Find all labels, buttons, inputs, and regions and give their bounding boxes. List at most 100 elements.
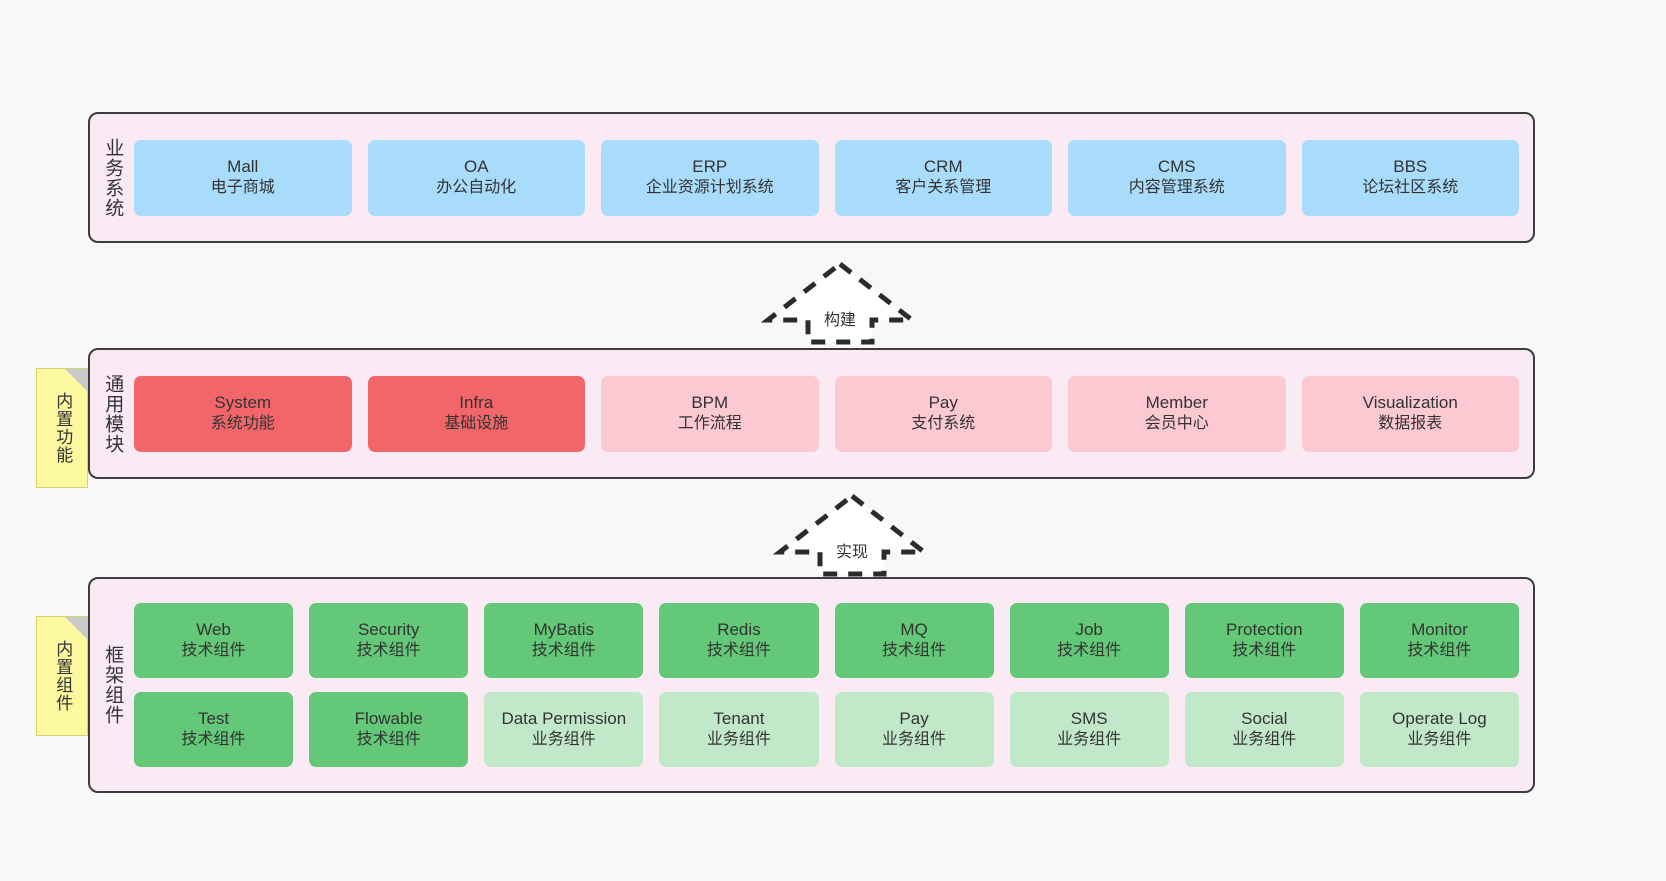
card-erp[interactable]: ERP 企业资源计划系统 (601, 139, 819, 216)
card-protection[interactable]: Protection 技术组件 (1184, 603, 1344, 678)
card-title: Protection (1226, 620, 1303, 640)
card-title: Flowable (354, 709, 423, 729)
card-security[interactable]: Security 技术组件 (309, 603, 469, 678)
card-cms[interactable]: CMS 内容管理系统 (1068, 139, 1286, 216)
card-social[interactable]: Social 业务组件 (1184, 692, 1344, 767)
folded-corner-icon (65, 369, 87, 391)
card-subtitle: 技术组件 (1407, 642, 1472, 660)
card-subtitle: 业务组件 (706, 731, 771, 749)
card-bbs[interactable]: BBS 论坛社区系统 (1301, 139, 1519, 216)
card-pay[interactable]: Pay 支付系统 (834, 375, 1052, 452)
card-pay-business[interactable]: Pay 业务组件 (834, 692, 994, 767)
card-subtitle: 技术组件 (882, 642, 947, 660)
card-flowable[interactable]: Flowable 技术组件 (309, 692, 469, 767)
card-subtitle: 基础设施 (444, 415, 509, 433)
card-test[interactable]: Test 技术组件 (134, 692, 294, 767)
layer-business-system: 业务系统 Mall 电子商城 OA 办公自动化 ERP 企业资源计划系统 CRM… (88, 112, 1535, 243)
card-title: Operate Log (1392, 709, 1487, 729)
layer-framework-component: 框架组件 Web 技术组件 Security 技术组件 MyBatis 技术组件… (88, 577, 1535, 793)
connector-build-arrow: 构建 (756, 258, 924, 348)
card-monitor[interactable]: Monitor 技术组件 (1359, 603, 1519, 678)
card-subtitle: 电子商城 (210, 179, 275, 197)
card-subtitle: 工作流程 (677, 415, 742, 433)
card-title: Member (1145, 393, 1208, 413)
card-subtitle: 业务组件 (1232, 731, 1297, 749)
card-subtitle: 业务组件 (531, 731, 596, 749)
card-subtitle: 会员中心 (1144, 415, 1209, 433)
note-builtin-component: 内置组件 (36, 616, 88, 736)
card-title: System (214, 393, 272, 413)
card-title: Social (1241, 709, 1288, 729)
folded-corner-icon (65, 617, 87, 639)
card-bpm[interactable]: BPM 工作流程 (601, 375, 819, 452)
connector-label: 构建 (823, 312, 857, 329)
card-subtitle: 技术组件 (356, 642, 421, 660)
card-subtitle: 数据报表 (1378, 415, 1443, 433)
card-title: OA (463, 157, 489, 177)
card-row: Web 技术组件 Security 技术组件 MyBatis 技术组件 Redi… (134, 603, 1519, 678)
card-title: Tenant (713, 709, 765, 729)
card-job[interactable]: Job 技术组件 (1009, 603, 1169, 678)
card-oa[interactable]: OA 办公自动化 (367, 139, 585, 216)
card-operate-log[interactable]: Operate Log 业务组件 (1359, 692, 1519, 767)
card-subtitle: 业务组件 (1057, 731, 1122, 749)
card-subtitle: 业务组件 (882, 731, 947, 749)
card-title: CRM (923, 157, 963, 177)
card-web[interactable]: Web 技术组件 (134, 603, 294, 678)
layer-body-business-system: Mall 电子商城 OA 办公自动化 ERP 企业资源计划系统 CRM 客户关系… (134, 114, 1533, 241)
card-tenant[interactable]: Tenant 业务组件 (659, 692, 819, 767)
layer-body-common-module: System 系统功能 Infra 基础设施 BPM 工作流程 Pay 支付系统… (134, 350, 1533, 477)
layer-title-common-module: 通用模块 (102, 373, 124, 454)
card-row: Test 技术组件 Flowable 技术组件 Data Permission … (134, 692, 1519, 767)
card-visualization[interactable]: Visualization 数据报表 (1301, 375, 1519, 452)
note-text: 内置组件 (53, 640, 73, 712)
card-title: Security (357, 620, 420, 640)
card-subtitle: 企业资源计划系统 (645, 179, 774, 197)
card-mall[interactable]: Mall 电子商城 (134, 139, 352, 216)
card-sms[interactable]: SMS 业务组件 (1009, 692, 1169, 767)
card-subtitle: 技术组件 (181, 731, 246, 749)
card-data-permission[interactable]: Data Permission 业务组件 (484, 692, 644, 767)
card-crm[interactable]: CRM 客户关系管理 (834, 139, 1052, 216)
card-subtitle: 技术组件 (531, 642, 596, 660)
dashed-hollow-arrow-icon (772, 492, 932, 577)
card-subtitle: 办公自动化 (436, 179, 517, 197)
card-title: BBS (1393, 157, 1428, 177)
layer-body-framework-component: Web 技术组件 Security 技术组件 MyBatis 技术组件 Redi… (134, 579, 1533, 791)
layer-common-module: 通用模块 System 系统功能 Infra 基础设施 BPM 工作流程 Pay… (88, 348, 1535, 479)
card-title: BPM (691, 393, 729, 413)
card-title: CMS (1157, 157, 1196, 177)
card-mybatis[interactable]: MyBatis 技术组件 (484, 603, 644, 678)
card-title: Pay (899, 709, 929, 729)
card-subtitle: 论坛社区系统 (1362, 179, 1459, 197)
card-title: Test (197, 709, 230, 729)
card-title: Job (1075, 620, 1103, 640)
card-title: MyBatis (533, 620, 595, 640)
card-system[interactable]: System 系统功能 (134, 375, 352, 452)
card-subtitle: 内容管理系统 (1128, 179, 1225, 197)
card-subtitle: 支付系统 (911, 415, 976, 433)
layer-title-framework-component: 框架组件 (102, 645, 124, 725)
connector-implement-arrow: 实现 (768, 490, 936, 580)
card-title: SMS (1070, 709, 1108, 729)
card-infra[interactable]: Infra 基础设施 (367, 375, 585, 452)
card-title: Web (196, 620, 231, 640)
note-builtin-function: 内置功能 (36, 368, 88, 488)
note-text: 内置功能 (53, 392, 73, 464)
card-subtitle: 技术组件 (1232, 642, 1297, 660)
card-title: Redis (717, 620, 761, 640)
card-title: Mall (227, 157, 259, 177)
card-redis[interactable]: Redis 技术组件 (659, 603, 819, 678)
card-member[interactable]: Member 会员中心 (1068, 375, 1286, 452)
card-mq[interactable]: MQ 技术组件 (834, 603, 994, 678)
card-title: Data Permission (501, 709, 627, 729)
card-subtitle: 业务组件 (1407, 731, 1472, 749)
card-title: Pay (928, 393, 958, 413)
connector-label: 实现 (835, 544, 869, 561)
card-row: Mall 电子商城 OA 办公自动化 ERP 企业资源计划系统 CRM 客户关系… (134, 139, 1519, 216)
card-subtitle: 技术组件 (1057, 642, 1122, 660)
layer-title-business-system: 业务系统 (102, 137, 124, 218)
card-title: MQ (900, 620, 928, 640)
card-title: Monitor (1411, 620, 1468, 640)
